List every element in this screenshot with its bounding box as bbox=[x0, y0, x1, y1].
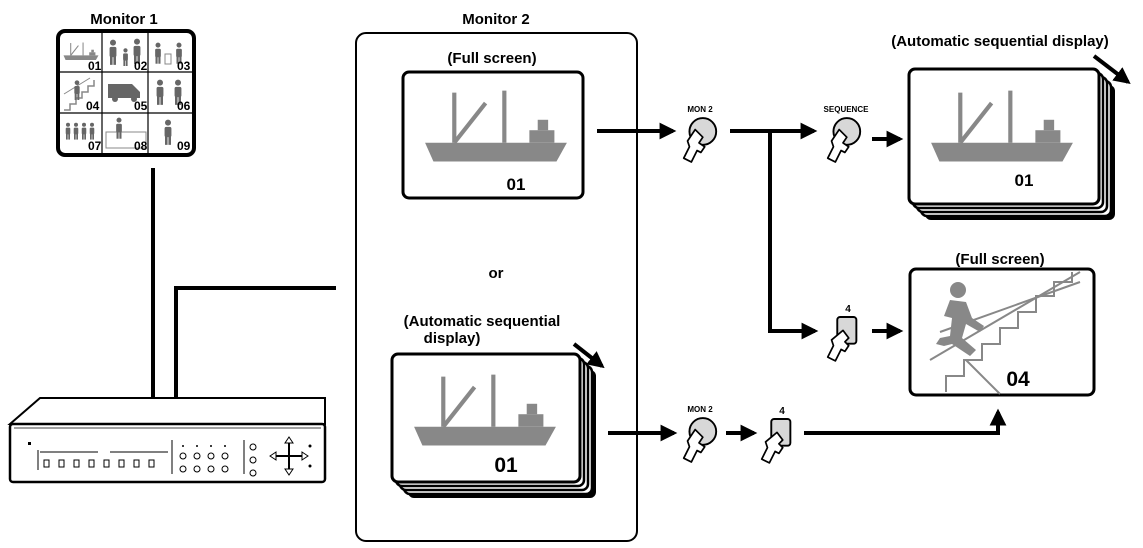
flow-arrow bbox=[804, 408, 1007, 435]
cell-number: 04 bbox=[86, 99, 100, 113]
key-4-label: 4 bbox=[779, 406, 785, 417]
cell-number: 02 bbox=[134, 59, 148, 73]
sequence-arrow bbox=[572, 342, 605, 369]
cell-number: 03 bbox=[177, 59, 191, 73]
result-full-screen-label: (Full screen) bbox=[955, 251, 1044, 268]
van-icon bbox=[108, 84, 140, 98]
sequence-button-press-icon bbox=[826, 117, 862, 163]
result-auto-seq-label: (Automatic sequential display) bbox=[891, 33, 1109, 50]
mon2-button-press-icon bbox=[682, 417, 718, 463]
branch-arrow bbox=[768, 131, 819, 340]
channel-number: 01 bbox=[507, 175, 526, 194]
cell-number: 05 bbox=[134, 99, 148, 113]
channel-number: 04 bbox=[1006, 368, 1030, 391]
running-person-icon bbox=[936, 282, 984, 356]
monitor-2-title: Monitor 2 bbox=[462, 11, 530, 28]
channel-number: 01 bbox=[1015, 171, 1034, 190]
or-label: or bbox=[489, 265, 504, 282]
mon2-button-label: MON 2 bbox=[687, 105, 713, 114]
monitor-2-cable bbox=[174, 286, 336, 398]
auto-seq-label-line2: display) bbox=[424, 330, 481, 347]
monitor-1-title: Monitor 1 bbox=[90, 11, 158, 28]
key-4-press-icon bbox=[826, 316, 858, 362]
monitor-1: Monitor 1 bbox=[56, 11, 196, 157]
auto-seq-label-line1: (Automatic sequential bbox=[404, 313, 561, 330]
recorder-unit bbox=[7, 397, 327, 484]
monitor-2: Monitor 2 (Full screen) 01 or (Automatic… bbox=[355, 11, 638, 542]
sequence-button-label: SEQUENCE bbox=[824, 105, 870, 114]
key-4-label: 4 bbox=[845, 304, 851, 315]
channel-number: 01 bbox=[494, 454, 518, 477]
stairs-icon bbox=[64, 80, 95, 111]
cell-number: 01 bbox=[88, 59, 102, 73]
cell-number: 09 bbox=[177, 139, 191, 153]
full-screen-label: (Full screen) bbox=[447, 50, 536, 67]
mon2-button-press-icon bbox=[682, 117, 718, 163]
mon2-button-label: MON 2 bbox=[687, 405, 713, 414]
cell-number: 06 bbox=[177, 99, 191, 113]
cell-number: 08 bbox=[134, 139, 148, 153]
sequence-arrow bbox=[1092, 54, 1131, 85]
cell-number: 07 bbox=[88, 139, 102, 153]
key-4-press-icon bbox=[760, 418, 792, 464]
